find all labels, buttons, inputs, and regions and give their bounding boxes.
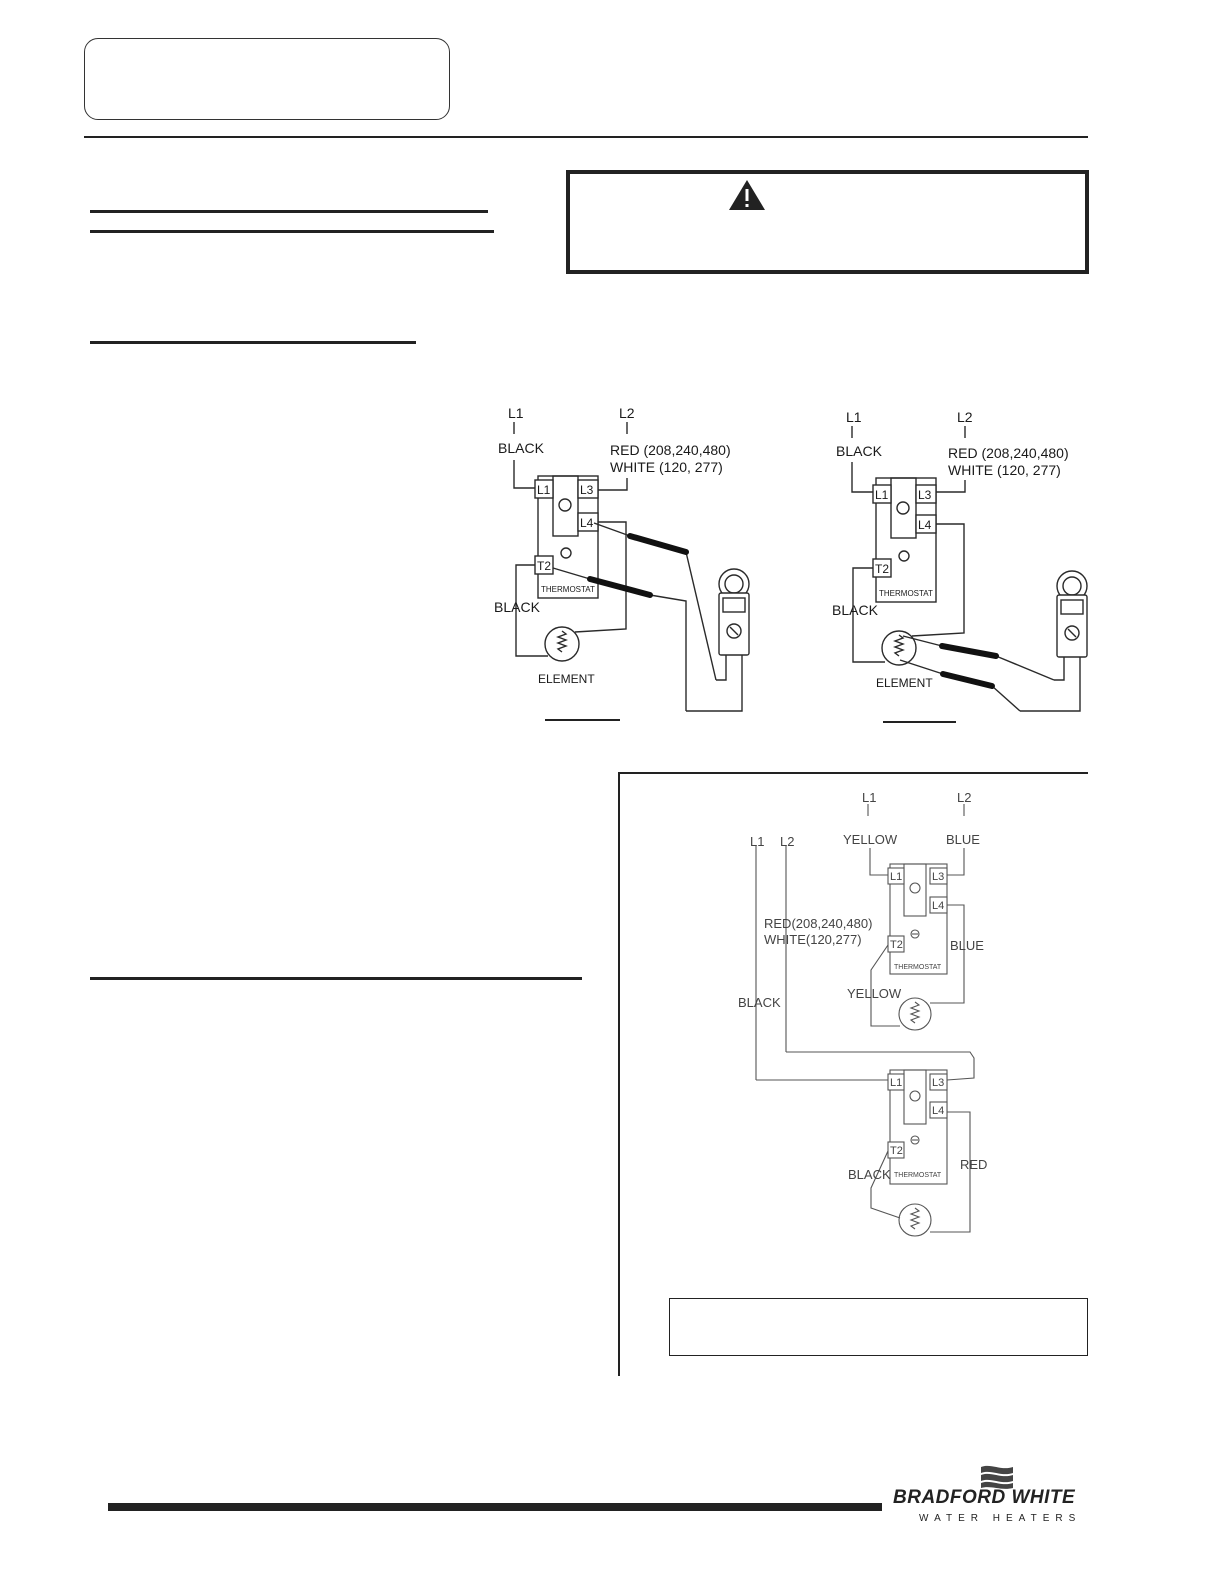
label-l1: L1	[508, 405, 524, 421]
lower-black-label: BLACK	[848, 1167, 891, 1182]
upper-terminal-l3: L3	[932, 871, 944, 883]
label-white-voltage: WHITE (120, 277)	[610, 459, 723, 475]
brand-tagline: WATER HEATERS	[919, 1513, 1082, 1524]
warning-box	[566, 170, 1089, 274]
upper-thermostat-label: THERMOSTAT	[894, 964, 942, 971]
blue-top-label: BLUE	[946, 832, 980, 847]
lower-terminal-l1: L1	[890, 1077, 902, 1089]
wiring-diagram-c: L1 L2 YELLOW BLUE L1 L2 RED(208,240,480)…	[738, 790, 987, 1237]
yellow-side-label: YELLOW	[847, 986, 902, 1001]
flag-icon	[981, 1465, 1013, 1489]
label-l1: L1	[846, 409, 862, 425]
yellow-top-label: YELLOW	[843, 832, 898, 847]
element-label: ELEMENT	[876, 676, 933, 690]
white-voltage-label: WHITE(120,277)	[764, 932, 862, 947]
terminal-l3: L3	[580, 483, 594, 497]
footer-rule	[108, 1503, 882, 1511]
label-l2: L2	[619, 405, 635, 421]
wiring-diagram-a: L1 L2 BLACK RED (208,240,480) WHITE (120…	[494, 405, 750, 721]
figure-frame-left	[618, 772, 620, 1376]
label-red-voltage: RED (208,240,480)	[948, 445, 1069, 461]
label-black-bottom: BLACK	[832, 602, 879, 618]
lower-red-label: RED	[960, 1157, 987, 1172]
brand-name: BRADFORD WHITE	[893, 1487, 1076, 1508]
section-rule-1a	[90, 210, 488, 213]
figure-frame-top	[618, 772, 1088, 774]
supply-l1-label: L1	[750, 834, 764, 849]
terminal-l1: L1	[537, 483, 551, 497]
label-white-voltage: WHITE (120, 277)	[948, 462, 1061, 478]
upper-l1-label: L1	[862, 790, 876, 805]
element-label: ELEMENT	[538, 672, 595, 686]
red-voltage-label: RED(208,240,480)	[764, 916, 872, 931]
lower-thermostat-label: THERMOSTAT	[894, 1172, 942, 1179]
section-rule-1b	[90, 230, 494, 233]
terminal-l1: L1	[875, 488, 889, 502]
terminal-t2: T2	[875, 562, 889, 576]
blue-side-label: BLUE	[950, 938, 984, 953]
section-rule-2	[90, 341, 416, 344]
terminal-l4: L4	[918, 518, 932, 532]
upper-terminal-t2: T2	[890, 939, 903, 951]
wiring-diagram-b: L1 L2 BLACK RED (208,240,480) WHITE (120…	[832, 409, 1088, 723]
upper-terminal-l4: L4	[932, 900, 944, 912]
label-black-top: BLACK	[498, 440, 545, 456]
figure-note-box	[669, 1298, 1088, 1356]
brand-logo: BRADFORD WHITE WATER HEATERS	[893, 1463, 1093, 1533]
upper-terminal-l1: L1	[890, 871, 902, 883]
label-l2: L2	[957, 409, 973, 425]
label-red-voltage: RED (208,240,480)	[610, 442, 731, 458]
black-side-label: BLACK	[738, 995, 781, 1010]
header-title-box	[84, 38, 450, 120]
thermostat-label: THERMOSTAT	[541, 585, 595, 594]
terminal-l3: L3	[918, 488, 932, 502]
terminal-t2: T2	[537, 559, 551, 573]
terminal-l4: L4	[580, 516, 594, 530]
header-rule	[84, 136, 1088, 138]
label-black-top: BLACK	[836, 443, 883, 459]
lower-terminal-t2: T2	[890, 1145, 903, 1157]
label-black-bottom: BLACK	[494, 599, 541, 615]
lower-terminal-l4: L4	[932, 1105, 944, 1117]
section-rule-3	[90, 977, 582, 980]
warning-triangle-icon	[729, 180, 765, 210]
upper-l2-label: L2	[957, 790, 971, 805]
supply-l2-label: L2	[780, 834, 794, 849]
thermostat-label: THERMOSTAT	[879, 589, 933, 598]
lower-terminal-l3: L3	[932, 1077, 944, 1089]
